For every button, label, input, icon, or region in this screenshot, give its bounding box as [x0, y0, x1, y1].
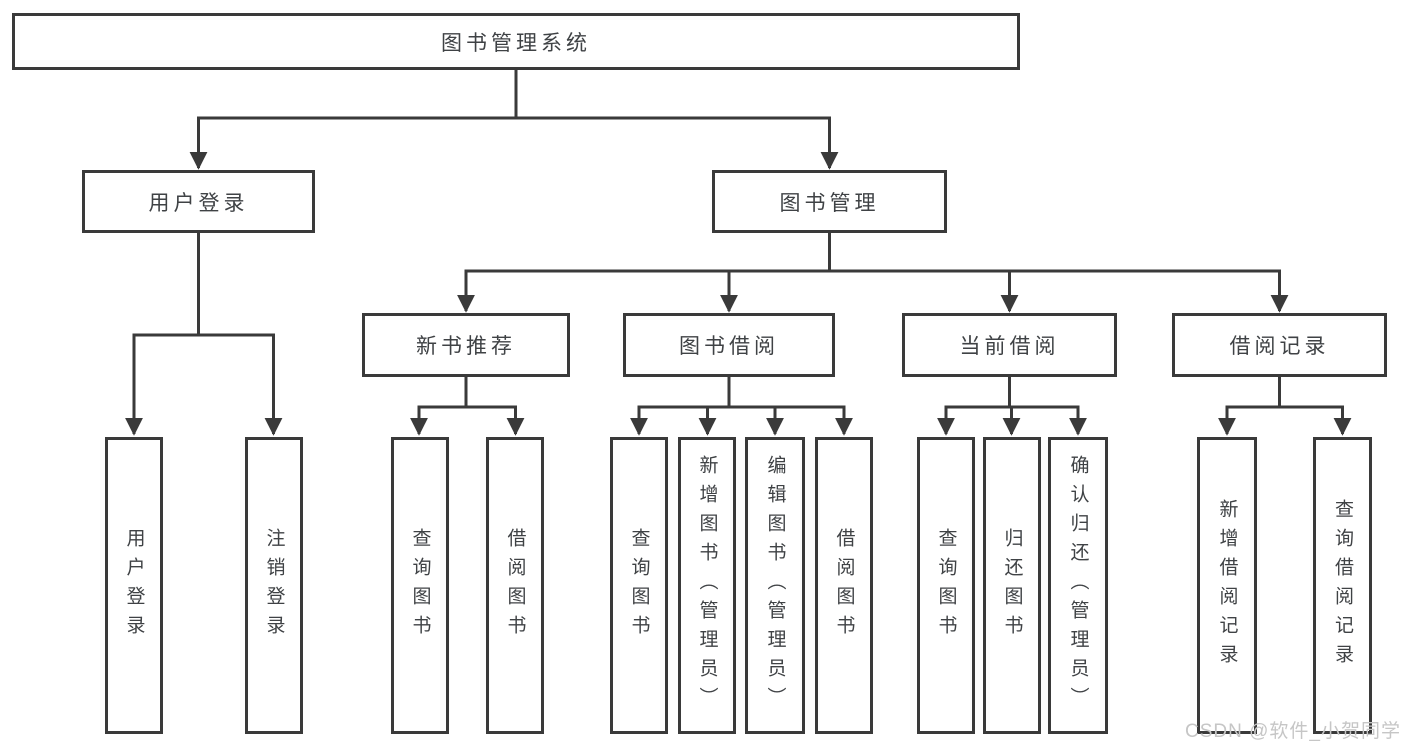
- leaf-label: 查询借阅记录: [1332, 498, 1353, 673]
- leaf-label: 新增借阅记录: [1216, 498, 1238, 673]
- leaf-label: 查询图书: [935, 527, 957, 644]
- leaf-label: 借阅图书: [504, 527, 526, 644]
- leaf-label: 编辑图书（管理员）: [764, 455, 786, 716]
- leaf-label: 归还图书: [1001, 527, 1023, 644]
- leaf-borrowing-edit-admin: 编辑图书（管理员）: [745, 437, 805, 734]
- leaf-label: 新增图书（管理员）: [696, 455, 718, 716]
- leaf-label: 用户登录: [123, 527, 145, 644]
- node-new-book-recommend: 新书推荐: [362, 313, 570, 377]
- leaf-label: 查询图书: [628, 527, 650, 644]
- node-borrowing-records: 借阅记录: [1172, 313, 1387, 377]
- leaf-borrowing-add-admin: 新增图书（管理员）: [678, 437, 736, 734]
- leaf-newbooks-query: 查询图书: [391, 437, 449, 734]
- csdn-watermark: CSDN @软件_小贺同学: [1185, 721, 1401, 742]
- node-current-borrowing: 当前借阅: [902, 313, 1117, 377]
- leaf-user-login: 用户登录: [105, 437, 163, 734]
- leaf-label: 查询图书: [409, 527, 431, 644]
- leaf-borrowing-borrow: 借阅图书: [815, 437, 873, 734]
- leaf-current-query: 查询图书: [917, 437, 975, 734]
- leaf-borrowing-query: 查询图书: [610, 437, 668, 734]
- leaf-records-query: 查询借阅记录: [1313, 437, 1372, 734]
- node-library-management-system: 图书管理系统: [12, 13, 1020, 70]
- leaf-newbooks-borrow: 借阅图书: [486, 437, 544, 734]
- leaf-label: 注销登录: [263, 527, 285, 644]
- node-book-borrowing: 图书借阅: [623, 313, 835, 377]
- leaf-label: 确认归还（管理员）: [1067, 455, 1089, 716]
- node-book-management: 图书管理: [712, 170, 947, 233]
- leaf-logout: 注销登录: [245, 437, 303, 734]
- leaf-current-confirm-return-admin: 确认归还（管理员）: [1048, 437, 1108, 734]
- leaf-current-return: 归还图书: [983, 437, 1041, 734]
- leaf-label: 借阅图书: [833, 527, 855, 644]
- node-user-login: 用户登录: [82, 170, 315, 233]
- leaf-records-add: 新增借阅记录: [1197, 437, 1257, 734]
